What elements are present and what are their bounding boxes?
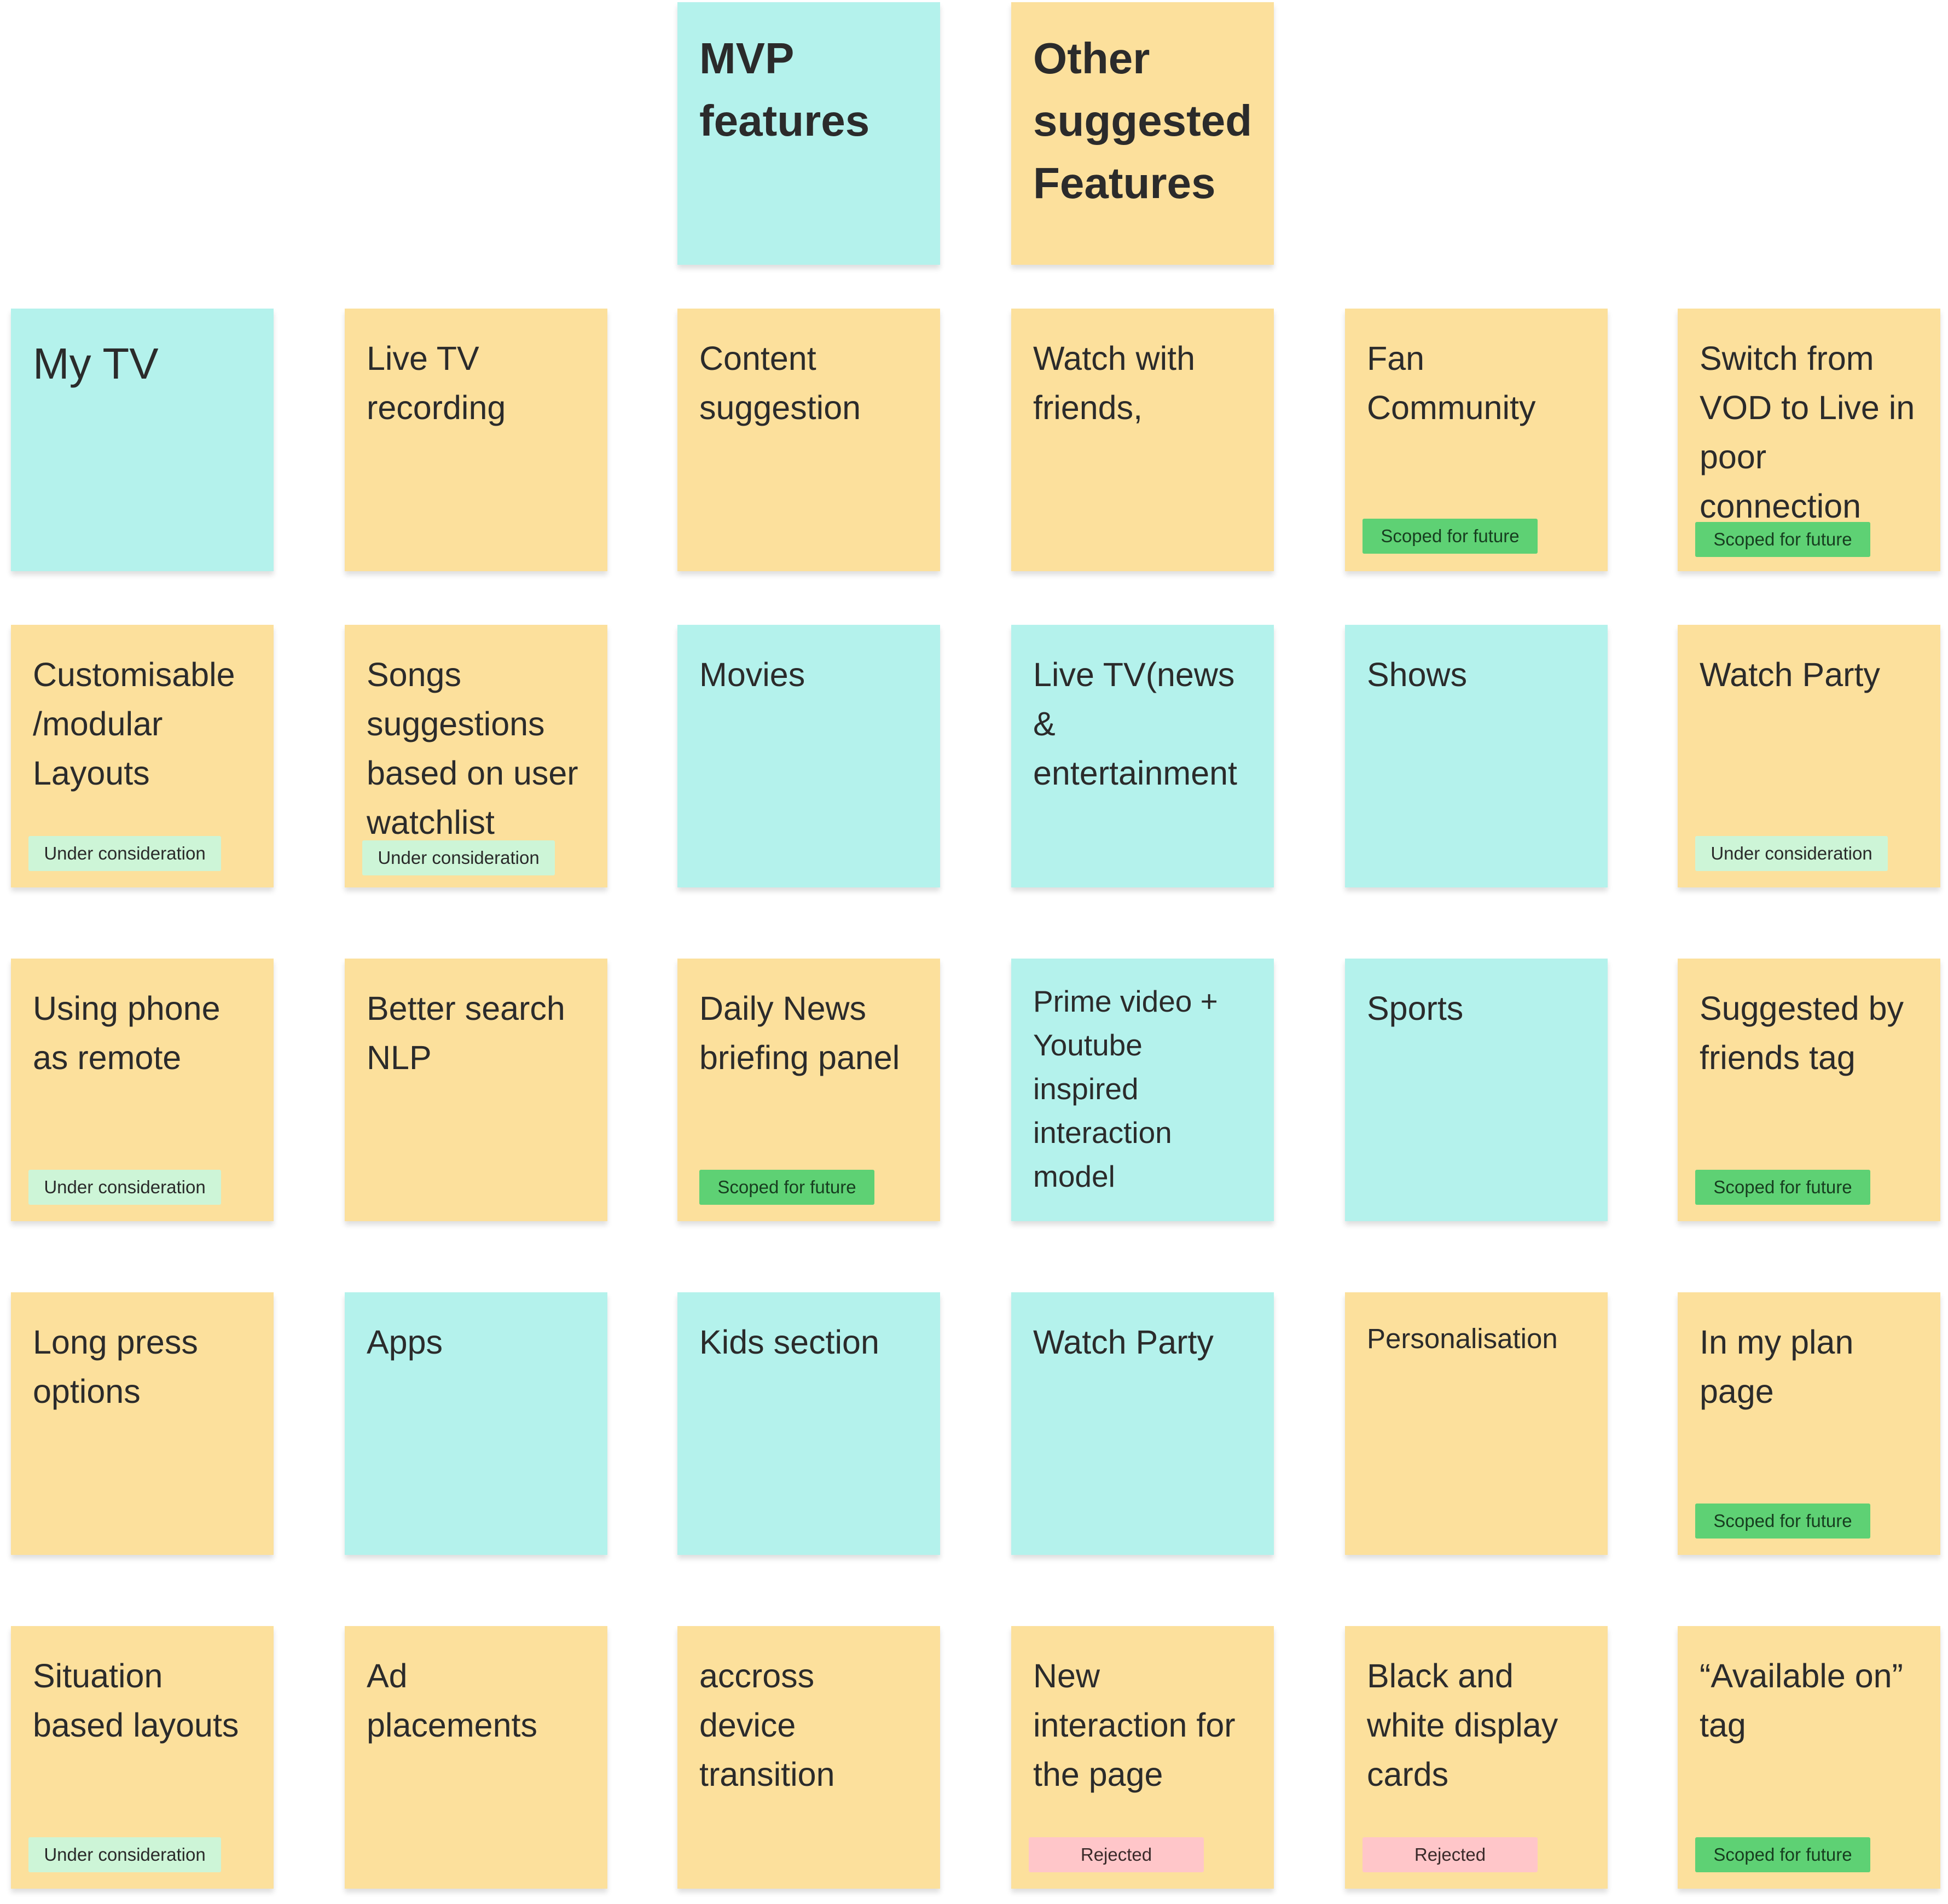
- sticky-note[interactable]: New interaction for the page Rejected: [1011, 1626, 1274, 1889]
- header-label: Other suggested Features: [1033, 34, 1253, 207]
- note-text: New interaction for the page: [1033, 1657, 1236, 1793]
- status-tag-under-consideration: Under consideration: [28, 1170, 221, 1205]
- sticky-note[interactable]: Daily News briefing panel Scoped for fut…: [677, 959, 940, 1221]
- sticky-note[interactable]: Sports: [1345, 959, 1608, 1221]
- status-tag-scoped: Scoped for future: [699, 1170, 874, 1205]
- sticky-note[interactable]: Switch from VOD to Live in poor connecti…: [1678, 309, 1940, 571]
- status-tag-rejected: Rejected: [1029, 1837, 1204, 1872]
- header-label: MVP features: [699, 34, 870, 145]
- note-text: Watch Party: [1033, 1323, 1214, 1361]
- note-text: Ad placements: [367, 1657, 537, 1744]
- note-text: Using phone as remote: [33, 990, 221, 1076]
- header-other-suggested-features[interactable]: Other suggested Features: [1011, 2, 1274, 265]
- sticky-note[interactable]: Movies: [677, 625, 940, 887]
- status-tag-scoped: Scoped for future: [1695, 1504, 1870, 1539]
- sticky-note[interactable]: Fan Community Scoped for future: [1345, 309, 1608, 571]
- sticky-note[interactable]: Using phone as remote Under consideratio…: [11, 959, 274, 1221]
- note-text: Watch Party: [1700, 656, 1880, 693]
- note-text: Better search NLP: [367, 990, 565, 1076]
- note-text: accross device transition: [699, 1657, 835, 1793]
- sticky-note[interactable]: Black and white display cards Rejected: [1345, 1626, 1608, 1889]
- note-text: Sports: [1367, 990, 1464, 1027]
- note-text: Songs suggestions based on user watchlis…: [367, 656, 578, 841]
- note-text: Long press options: [33, 1323, 198, 1410]
- sticky-note[interactable]: Ad placements: [345, 1626, 607, 1889]
- status-tag-rejected: Rejected: [1363, 1837, 1538, 1872]
- status-tag-under-consideration: Under consideration: [28, 1837, 221, 1872]
- header-mvp-features[interactable]: MVP features: [677, 2, 940, 265]
- note-text: Fan Community: [1367, 340, 1536, 426]
- sticky-note[interactable]: Customisable /modular Layouts Under cons…: [11, 625, 274, 887]
- sticky-note[interactable]: Watch Party Under consideration: [1678, 625, 1940, 887]
- note-text: In my plan page: [1700, 1323, 1854, 1410]
- status-tag-scoped: Scoped for future: [1695, 1837, 1870, 1872]
- sticky-note[interactable]: In my plan page Scoped for future: [1678, 1292, 1940, 1555]
- sticky-note[interactable]: Personalisation: [1345, 1292, 1608, 1555]
- note-text: Live TV(news & entertainment: [1033, 656, 1237, 792]
- sticky-note[interactable]: Content suggestion: [677, 309, 940, 571]
- note-text: “Available on” tag: [1700, 1657, 1903, 1744]
- note-text: Switch from VOD to Live in poor connecti…: [1700, 340, 1915, 525]
- sticky-note[interactable]: Live TV(news & entertainment: [1011, 625, 1274, 887]
- sticky-note[interactable]: Apps: [345, 1292, 607, 1555]
- note-text: Black and white display cards: [1367, 1657, 1558, 1793]
- note-text: Personalisation: [1367, 1323, 1558, 1354]
- sticky-note[interactable]: Shows: [1345, 625, 1608, 887]
- note-text: Situation based layouts: [33, 1657, 239, 1744]
- status-tag-scoped: Scoped for future: [1695, 1170, 1870, 1205]
- note-text: Watch with friends,: [1033, 340, 1196, 426]
- status-tag-scoped: Scoped for future: [1363, 519, 1538, 554]
- note-text: Daily News briefing panel: [699, 990, 900, 1076]
- note-text: Movies: [699, 656, 805, 693]
- sticky-note[interactable]: accross device transition: [677, 1626, 940, 1889]
- sticky-note[interactable]: “Available on” tag Scoped for future: [1678, 1626, 1940, 1889]
- sticky-note[interactable]: Situation based layouts Under considerat…: [11, 1626, 274, 1889]
- note-text: Apps: [367, 1323, 443, 1361]
- sticky-note[interactable]: Watch Party: [1011, 1292, 1274, 1555]
- sticky-note[interactable]: My TV: [11, 309, 274, 571]
- sticky-note[interactable]: Songs suggestions based on user watchlis…: [345, 625, 607, 887]
- sticky-note[interactable]: Live TV recording: [345, 309, 607, 571]
- note-text: My TV: [33, 339, 159, 388]
- note-text: Suggested by friends tag: [1700, 990, 1904, 1076]
- sticky-note[interactable]: Long press options: [11, 1292, 274, 1555]
- note-text: Content suggestion: [699, 340, 861, 426]
- status-tag-under-consideration: Under consideration: [362, 840, 555, 875]
- status-tag-scoped: Scoped for future: [1695, 522, 1870, 557]
- note-text: Shows: [1367, 656, 1468, 693]
- note-text: Customisable /modular Layouts: [33, 656, 235, 792]
- sticky-note[interactable]: Prime video + Youtube inspired interacti…: [1011, 959, 1274, 1221]
- sticky-note[interactable]: Suggested by friends tag Scoped for futu…: [1678, 959, 1940, 1221]
- note-text: Live TV recording: [367, 340, 506, 426]
- status-tag-under-consideration: Under consideration: [28, 836, 221, 871]
- sticky-note[interactable]: Kids section: [677, 1292, 940, 1555]
- note-text: Prime video + Youtube inspired interacti…: [1033, 984, 1218, 1193]
- status-tag-under-consideration: Under consideration: [1695, 836, 1888, 871]
- sticky-note[interactable]: Better search NLP: [345, 959, 607, 1221]
- sticky-note[interactable]: Watch with friends,: [1011, 309, 1274, 571]
- note-text: Kids section: [699, 1323, 879, 1361]
